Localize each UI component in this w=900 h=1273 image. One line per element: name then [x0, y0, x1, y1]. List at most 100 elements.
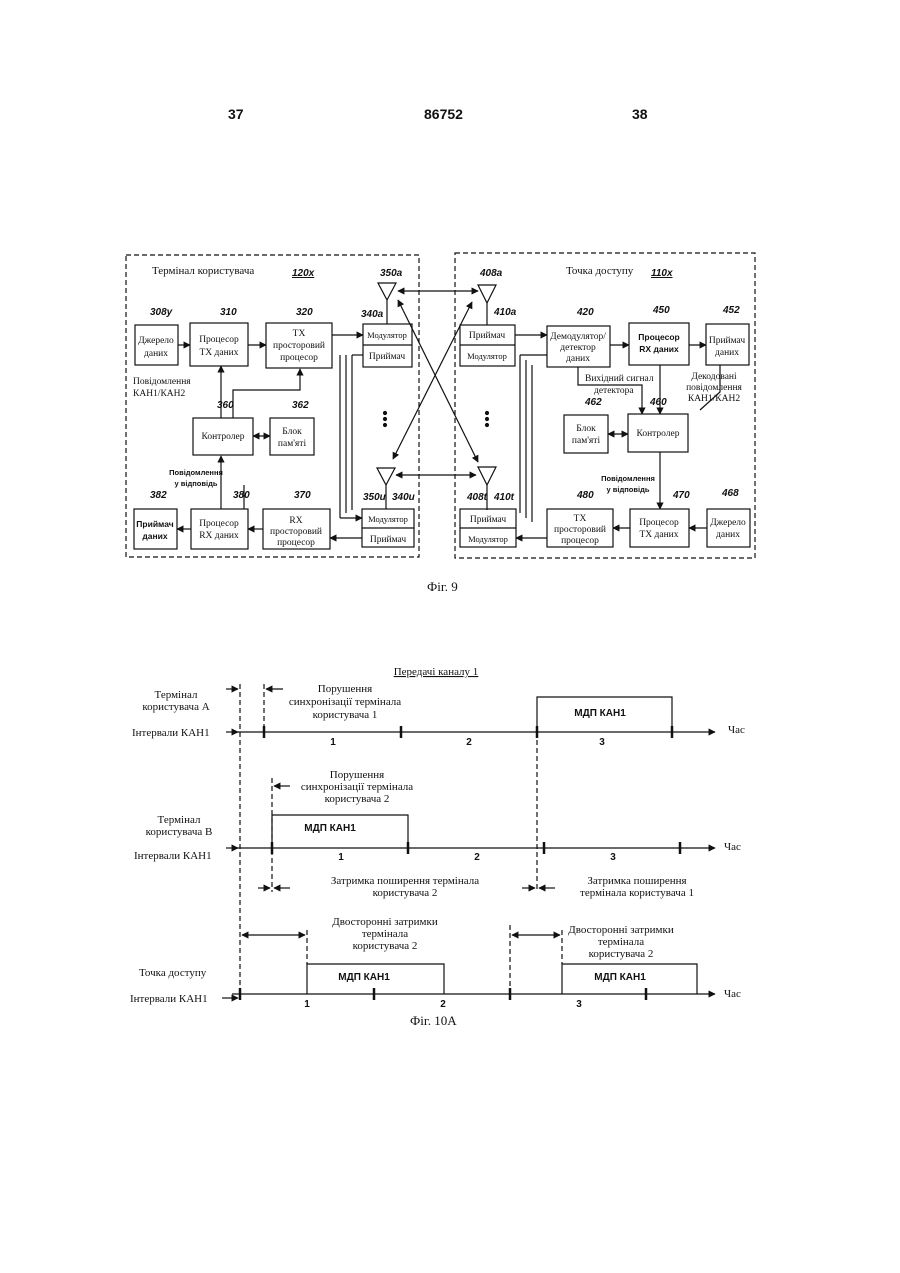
prop-delay-2-line-2: користувача 2 [373, 887, 438, 899]
ap-detector-output-line-1: Вихідний сигнал [585, 373, 654, 384]
ap-reply-line-1: Повідомлення [601, 474, 655, 483]
t-lower-modulator: Модулятор [368, 514, 408, 524]
ap-demod-line-2: детектор [560, 343, 596, 353]
t-top-unit-ref: 340a [361, 309, 384, 320]
round-trip-2-line-1: Двосторонні затримки [332, 916, 438, 928]
t-tx-data-proc-ref: 310 [220, 307, 237, 318]
ap-interval-2: 2 [440, 999, 446, 1010]
ap-data-source-block [707, 509, 750, 547]
t-tx-spatial-ref: 320 [296, 307, 313, 318]
t-data-source-ref: 308y [150, 307, 173, 318]
ap-rx-data-proc-line-1: Процесор [638, 332, 679, 342]
ap-upper-modulator: Модулятор [467, 351, 507, 361]
ap-top-unit-ref: 410a [493, 307, 517, 318]
round-trip-2b-line-1: Двосторонні затримки [568, 924, 674, 936]
ap-antenna-top-icon [478, 285, 496, 325]
ap-memory-line-1: Блок [576, 424, 596, 434]
t-data-receiver-ref: 382 [150, 490, 167, 501]
row-a-intervals-label: Інтервали КАН1 [132, 727, 210, 739]
ap-reply-line-2: у відповідь [607, 485, 650, 494]
row-b-label-line-1: Термінал [158, 814, 201, 826]
t-rx-spatial-ref: 370 [294, 490, 311, 501]
row-b-time-label: Час [724, 841, 741, 853]
ap-tx-data-proc-ref: 470 [672, 490, 690, 501]
ap-time-label: Час [724, 988, 741, 1000]
ap-burst-1-label: МДП КАН1 [338, 972, 390, 983]
ap-title: Точка доступу [566, 265, 634, 277]
ap-tx-data-proc-line-1: Процесор [639, 518, 679, 528]
t-upper-receiver: Приймач [369, 351, 406, 362]
t-rx-spatial-line-2: просторовий [270, 526, 322, 537]
t-rx-spatial-line-3: процесор [277, 538, 315, 548]
ap-tx-spatial-line-1: ТХ [574, 514, 587, 524]
channel-title: Передачі каналу 1 [394, 666, 479, 678]
row-b-intervals-label: Інтервали КАН1 [134, 850, 212, 862]
ap-interval-1: 1 [304, 999, 310, 1010]
ap-lower-receiver: Приймач [470, 514, 507, 525]
ap-interval-3: 3 [576, 999, 582, 1010]
ap-tx-data-proc-line-2: ТХ даних [639, 530, 678, 540]
ap-rx-data-proc-ref: 450 [652, 305, 670, 316]
ap-data-receiver-line-1: Приймач [709, 335, 746, 346]
t-bottom-unit-ref: 340u [392, 492, 415, 503]
row-a-annotation-line-3: користувача 1 [313, 709, 378, 721]
ap-memory-line-2: пам'яті [572, 436, 601, 446]
prop-delay-1-line-2: термінала користувача 1 [580, 887, 694, 899]
fig10a-caption: Фіг. 10А [410, 1013, 457, 1029]
t-controller-label: Контролер [201, 432, 244, 442]
t-tx-spatial-line-2: просторовий [273, 340, 325, 351]
ap-tx-spatial-ref: 480 [576, 490, 594, 501]
t-rx-data-proc-ref: 380 [233, 490, 250, 501]
ap-tx-spatial-line-2: просторовий [554, 524, 606, 535]
ap-rx-data-proc-line-2: RX даних [639, 344, 679, 354]
t-controller-ref: 360 [217, 400, 234, 411]
ap-demod-ref: 420 [576, 307, 594, 318]
ap-decoded-line-3: КАН1/КАН2 [688, 394, 741, 404]
t-messages-line-2: КАН1/КАН2 [133, 389, 186, 399]
ap-intervals-label: Інтервали КАН1 [130, 993, 208, 1005]
t-lower-receiver: Приймач [370, 534, 407, 545]
ap-top-antenna-ref: 408a [479, 268, 503, 279]
row-b-annotation-line-2: синхронізації термінала [301, 781, 413, 793]
round-trip-2b-line-3: користувача 2 [589, 948, 654, 960]
ap-antenna-bottom-icon [478, 467, 496, 510]
ap-tx-data-proc-block [630, 509, 689, 547]
ap-data-source-ref: 468 [721, 488, 739, 499]
ap-data-receiver-ref: 452 [722, 305, 740, 316]
ap-data-source-line-2: даних [716, 530, 740, 540]
t-messages-line-1: Повідомлення [133, 377, 191, 387]
t-memory-ref: 362 [292, 400, 309, 411]
ap-controller-label: Контролер [636, 429, 679, 439]
row-b-interval-2: 2 [474, 852, 480, 863]
prop-delay-2-line-1: Затримка поширення термінала [331, 875, 479, 887]
fig9-caption: Фіг. 9 [427, 579, 458, 595]
t-reply-line-1: Повідомлення [169, 468, 223, 477]
ap-row-label: Точка доступу [139, 967, 207, 979]
t-data-receiver-line-2: даних [142, 531, 167, 541]
t-ref: 120x [292, 268, 315, 279]
ap-upper-receiver: Приймач [469, 330, 506, 341]
ap-decoded-line-1: Декодовані [691, 372, 737, 382]
t-reply-line-2: у відповідь [175, 479, 218, 488]
t-data-source-line-2: даних [144, 349, 168, 359]
t-bottom-antenna-ref: 350u [363, 492, 386, 503]
terminal-enclosure [126, 255, 419, 557]
row-b-label-line-2: користувача В [146, 826, 213, 838]
t-rx-data-proc-line-2: RX даних [199, 531, 239, 541]
ap-bottom-unit-ref: 410t [493, 492, 515, 503]
ap-data-receiver-line-2: даних [715, 348, 739, 358]
ap-memory-ref: 462 [584, 397, 602, 408]
ap-data-source-line-1: Джерело [710, 518, 746, 528]
row-a-interval-1: 1 [330, 737, 336, 748]
t-tx-data-proc-line-1: Процесор [199, 335, 239, 345]
prop-delay-1-line-1: Затримка поширення [587, 875, 686, 887]
row-b-interval-3: 3 [610, 852, 616, 863]
round-trip-2-line-3: користувача 2 [353, 940, 418, 952]
t-rx-spatial-line-1: RX [289, 516, 302, 526]
round-trip-2b-line-2: термінала [598, 936, 644, 948]
access-point-enclosure [455, 253, 755, 558]
t-rx-data-proc-block [191, 509, 248, 549]
row-a-interval-3: 3 [599, 737, 605, 748]
t-memory-line-1: Блок [282, 427, 302, 437]
row-b-interval-1: 1 [338, 852, 344, 863]
